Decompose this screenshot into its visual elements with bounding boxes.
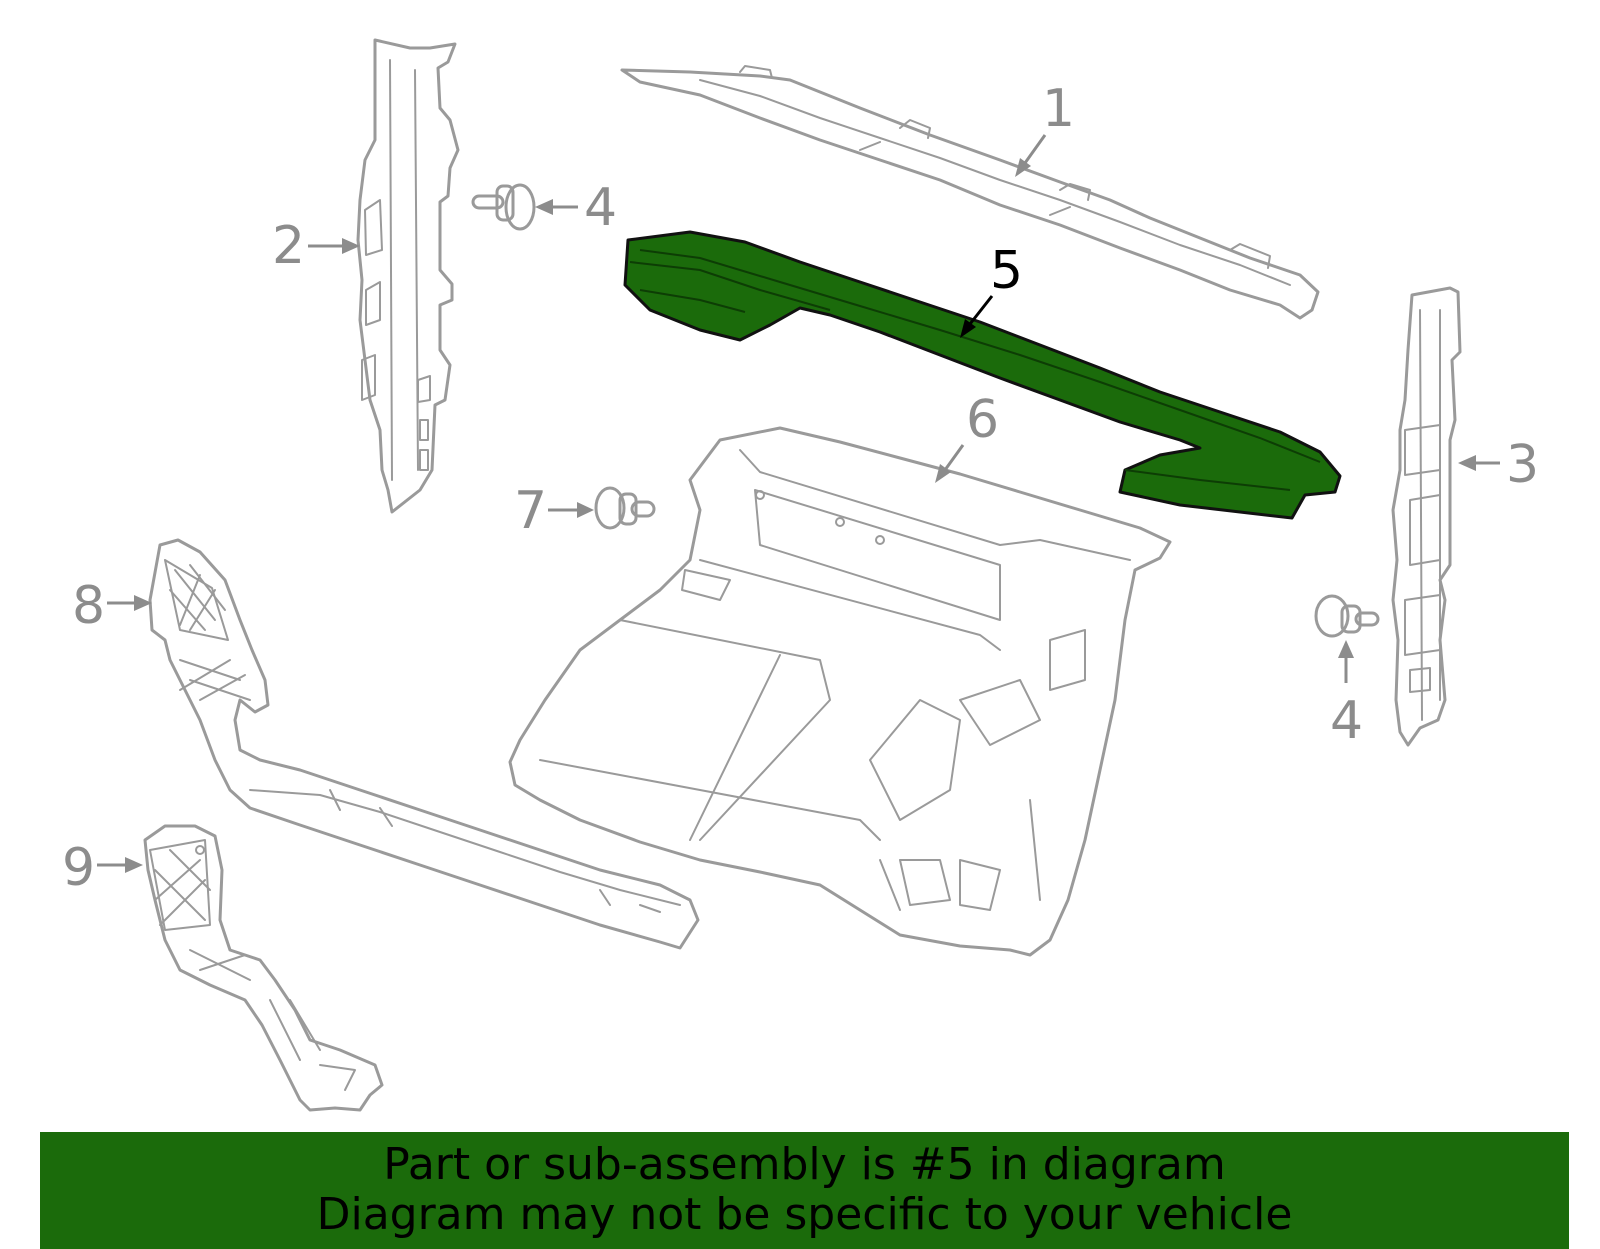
- callout-8: 8: [72, 576, 152, 636]
- callout-9-label: 9: [62, 838, 95, 898]
- part-4-push-pin-left: [471, 183, 536, 231]
- callout-8-label: 8: [72, 576, 105, 636]
- part-9-lower-air-guide: [143, 824, 384, 1112]
- callout-1: 1: [1015, 79, 1075, 177]
- part-5-air-deflector: [623, 230, 1342, 520]
- callout-5-label: 5: [990, 241, 1023, 301]
- callout-4-bottom-label: 4: [1330, 691, 1363, 751]
- banner-line-1: Part or sub-assembly is #5 in diagram: [383, 1139, 1226, 1190]
- callout-6-label: 6: [966, 390, 999, 450]
- part-3-right-side-bracket: [1391, 286, 1462, 747]
- callout-9: 9: [62, 838, 143, 898]
- part-7-clip: [594, 486, 656, 530]
- part-6-radiator-support: [508, 426, 1172, 957]
- part-8-left-air-guide: [148, 538, 700, 950]
- callout-4-top-label: 4: [584, 178, 617, 238]
- info-banner: Part or sub-assembly is #5 in diagram Di…: [40, 1132, 1569, 1249]
- callout-4-bottom: 4: [1330, 640, 1363, 751]
- callout-1-label: 1: [1042, 79, 1075, 139]
- callout-2: 2: [272, 216, 360, 276]
- callout-2-label: 2: [272, 216, 305, 276]
- part-4-push-pin-right: [1314, 594, 1380, 638]
- callout-4-top: 4: [535, 178, 617, 238]
- callout-6: 6: [935, 390, 999, 483]
- callout-7: 7: [514, 481, 594, 541]
- part-2-left-side-bracket: [356, 38, 460, 514]
- callout-3-label: 3: [1506, 435, 1539, 495]
- callout-3: 3: [1458, 435, 1539, 495]
- banner-line-2: Diagram may not be specific to your vehi…: [316, 1189, 1293, 1240]
- callout-5: 5: [960, 241, 1023, 338]
- callout-7-label: 7: [514, 481, 547, 541]
- part-1-upper-tie-bar: [620, 65, 1320, 320]
